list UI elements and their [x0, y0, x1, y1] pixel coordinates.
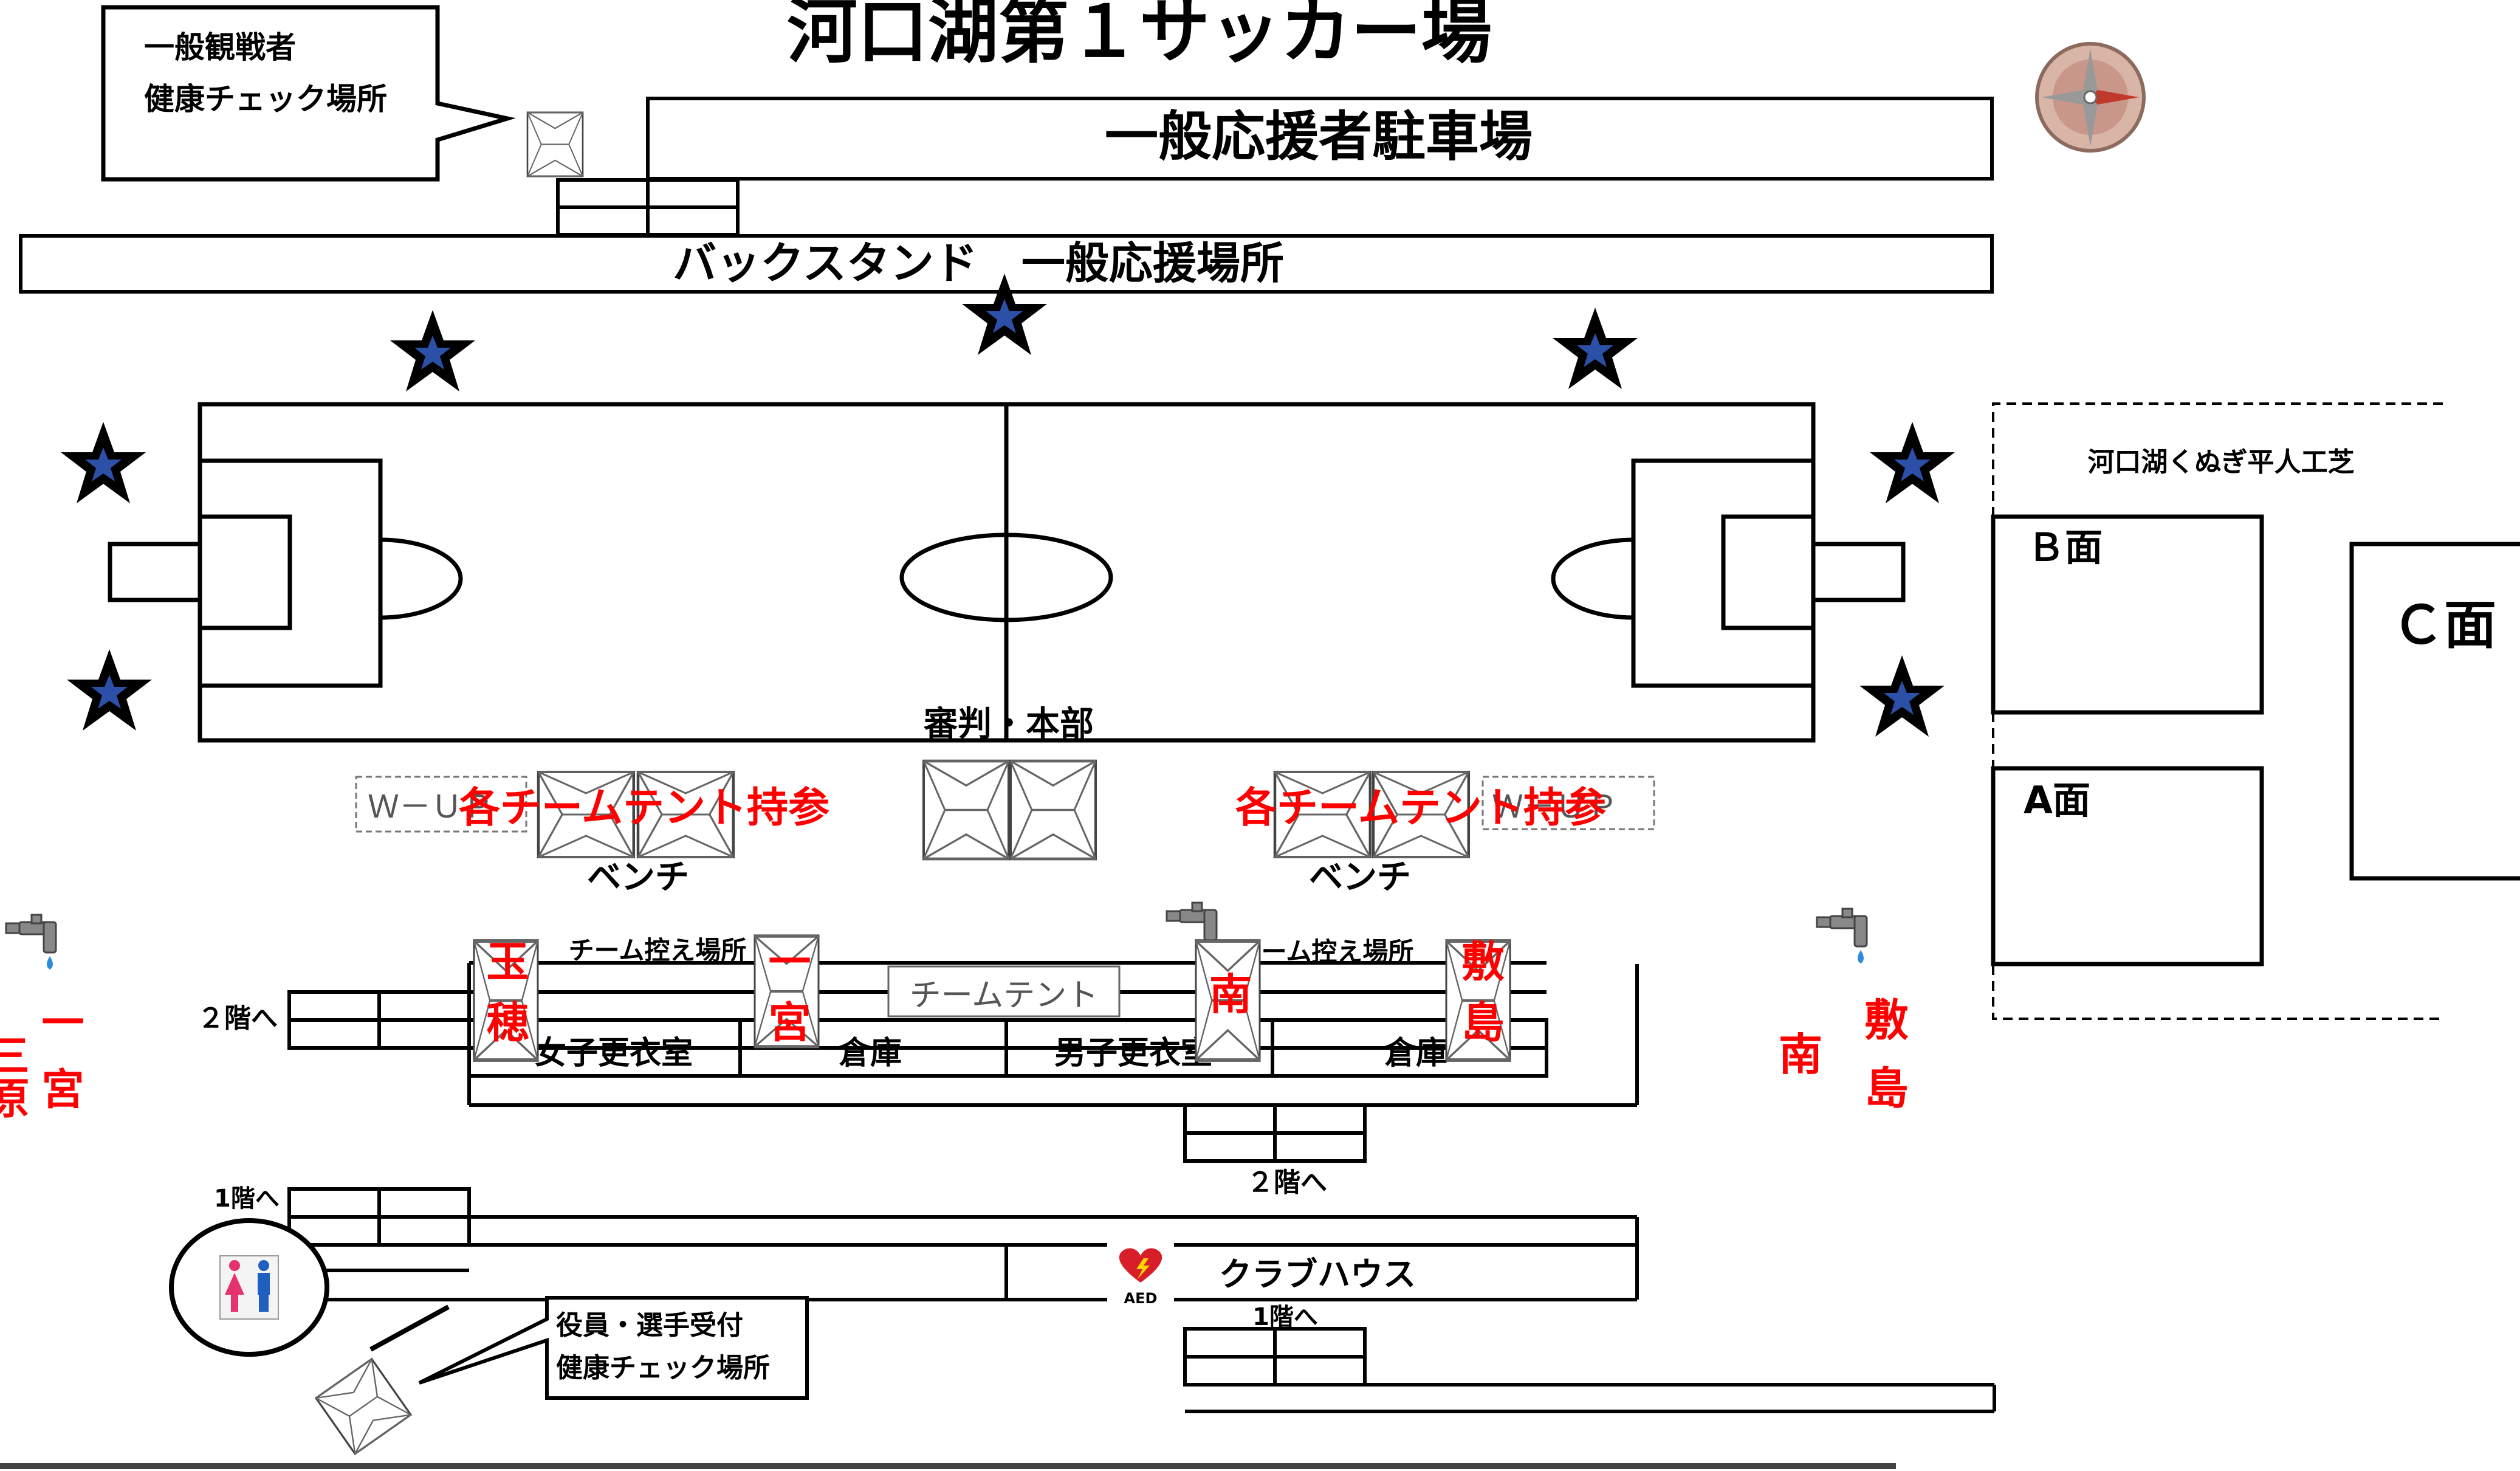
aed-icon: AED	[1107, 1240, 1174, 1308]
star-icon	[1870, 422, 1955, 503]
tent-icon	[924, 761, 1009, 859]
stairs-right-1f	[1183, 1327, 1996, 1413]
storage-label-left: 倉庫	[838, 1035, 902, 1072]
clubhouse-label: クラブハウス	[1219, 1255, 1416, 1294]
officials-check-line1: 役員・選手受付	[556, 1310, 743, 1341]
team-label-tamaho: 玉穂	[479, 939, 529, 1061]
tent-icon	[315, 1358, 412, 1455]
women-locker-label: 女子更衣室	[535, 1035, 693, 1072]
stairs-2f-label-center: ２階へ	[1247, 1167, 1327, 1198]
page-title: 河口湖第１サッカー場	[787, 0, 1492, 73]
star-icon	[1553, 308, 1638, 389]
bench-label-left: ベンチ	[587, 858, 689, 897]
aed-label: AED	[1124, 1290, 1158, 1307]
team-label-shikishima-inner: 敷島	[1455, 939, 1505, 1061]
wup-label-left: Ｗ－ＵＰ	[368, 789, 494, 825]
water-faucet-icon	[1816, 908, 1868, 965]
waiting-area-label-left: チーム控え場所	[569, 935, 747, 965]
wup-area-right	[1481, 776, 1655, 830]
team-label-minami-inner: 南	[1209, 970, 1252, 1019]
wup-label-right: Ｗ－ＵＰ	[1492, 789, 1618, 825]
team-tent-note-left: 各チームテント持参	[459, 784, 829, 832]
team-label-minami-outer: 南	[1779, 1029, 1822, 1080]
backstand-label: バックスタンド 一般応援場所	[673, 238, 1284, 289]
parking-area	[646, 97, 1994, 181]
turf-area-label: 河口湖くぬぎ平人工芝	[2087, 447, 2354, 478]
referee-hq-label: 審判・本部	[923, 704, 1094, 744]
field-a-label: A面	[2024, 778, 2090, 822]
stairs-center-2f	[1183, 1103, 1367, 1163]
water-faucet-icon	[5, 914, 57, 971]
turf-area-boundary	[1992, 402, 2443, 1020]
bench-label-right: ベンチ	[1309, 858, 1411, 897]
soccer-pitch	[108, 402, 1906, 743]
field-b-label: Ｂ面	[2027, 525, 2103, 570]
waiting-area-label-right: チーム控え場所	[1236, 937, 1414, 966]
star-icon	[390, 310, 475, 391]
restroom-icon	[169, 1218, 329, 1357]
team-tent-label: チームテント	[910, 977, 1098, 1014]
team-label-ichinomiya-inner: 一宮	[761, 939, 811, 1061]
tent-icon	[526, 111, 584, 177]
spectator-check-line1: 一般観戦者	[144, 30, 296, 65]
tent-icon	[1011, 761, 1096, 859]
stairs-left-1f	[287, 1187, 1639, 1301]
team-label-left-edge-b: 一宮	[35, 1000, 84, 1134]
star-icon	[61, 422, 146, 503]
officials-check-callout: 役員・選手受付 健康チェック場所	[418, 1296, 809, 1400]
field-c	[2349, 542, 2520, 881]
field-a	[1991, 766, 2264, 966]
stairs-1f-label-left: 1階へ	[214, 1185, 280, 1213]
compass-icon	[2035, 42, 2146, 153]
parking-label: 一般応援者駐車場	[1105, 105, 1533, 168]
field-b	[1991, 514, 2264, 715]
spectator-check-callout: 一般観戦者 健康チェック場所	[101, 5, 516, 182]
spectator-check-line2: 健康チェック場所	[144, 81, 387, 117]
officials-check-line2: 健康チェック場所	[556, 1352, 770, 1383]
men-locker-label: 男子更衣室	[1054, 1035, 1212, 1072]
team-tent-box	[887, 965, 1121, 1018]
stairs-top	[556, 178, 740, 236]
star-icon	[67, 649, 152, 731]
stairs-left-2f	[287, 990, 471, 1050]
star-icon	[1859, 655, 1945, 737]
team-label-shikishima-outer: 敷島	[1857, 997, 1908, 1133]
field-c-label: Ｃ面	[2392, 595, 2496, 656]
stairs-1f-label-right: 1階へ	[1252, 1303, 1318, 1331]
storage-label-right: 倉庫	[1384, 1035, 1447, 1072]
path-line	[369, 1304, 450, 1352]
team-label-left-edge-a: 三原	[0, 1033, 30, 1118]
team-tent-note-right: 各チームテント持参	[1235, 784, 1606, 832]
wup-area-left	[355, 776, 527, 833]
stairs-2f-label-left: ２階へ	[197, 1003, 278, 1034]
